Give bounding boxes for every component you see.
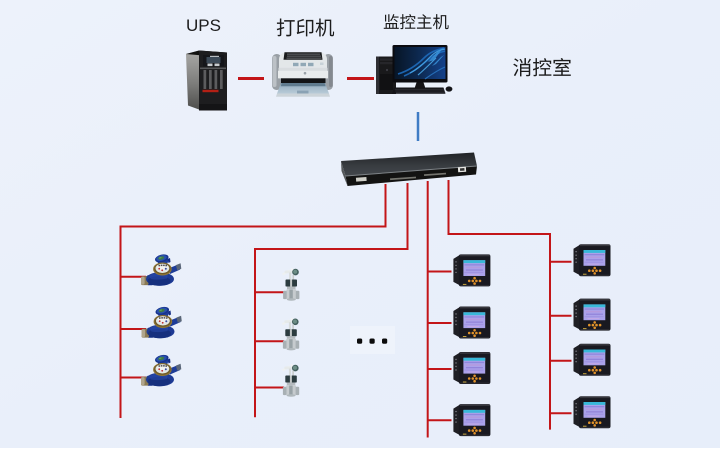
svg-text:UPS: UPS <box>186 16 221 35</box>
